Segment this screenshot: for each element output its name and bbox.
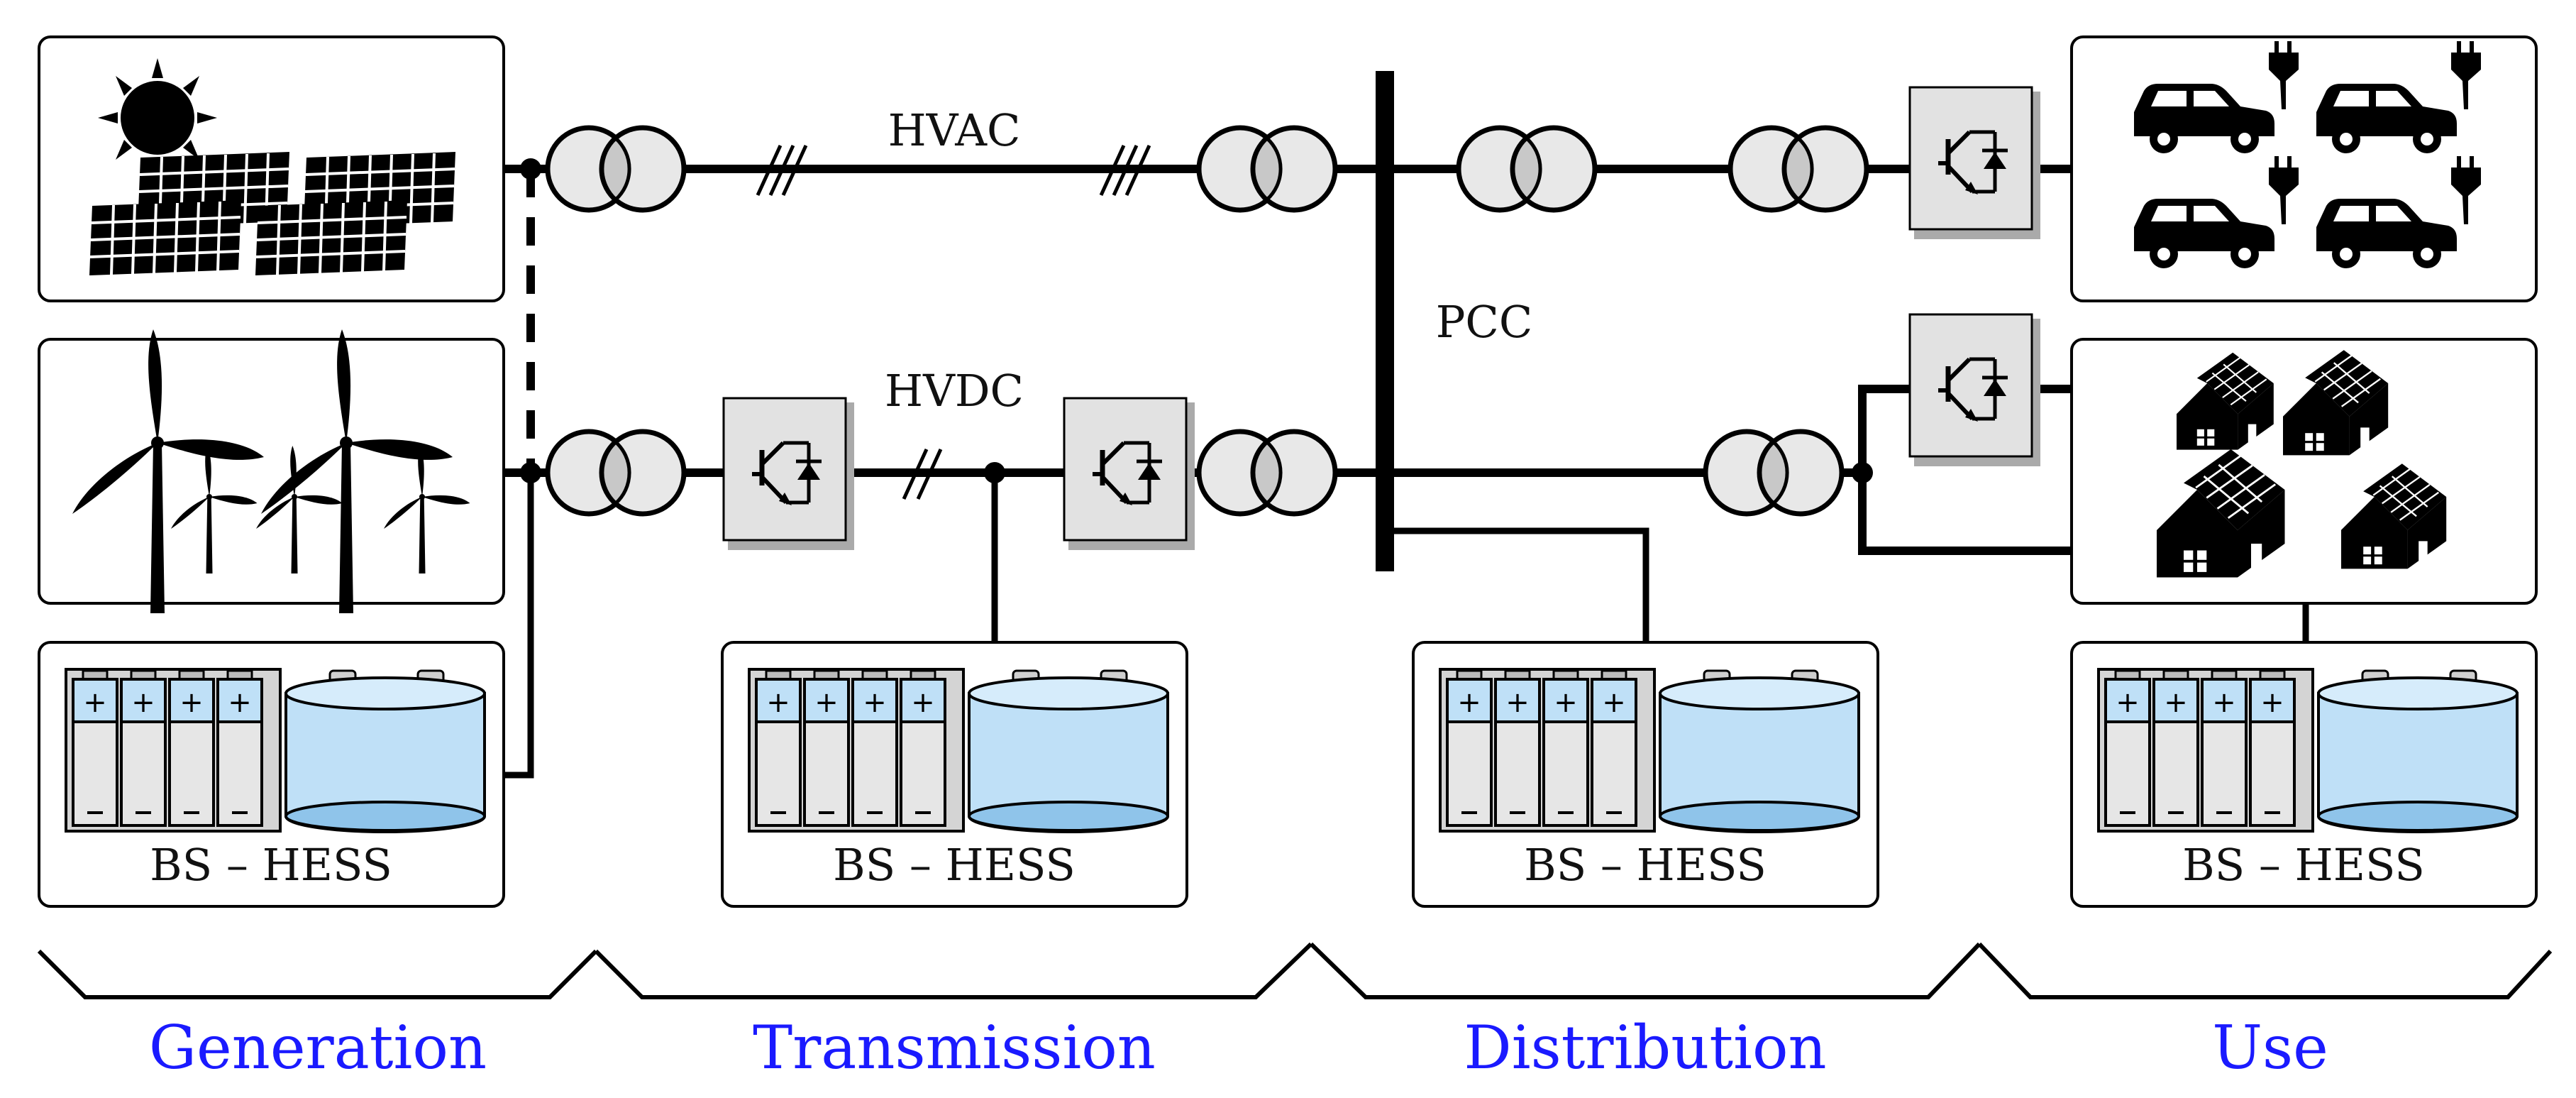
battery-icon xyxy=(65,668,486,833)
hvac-label: HVAC xyxy=(888,104,1021,156)
stage-labels: Generation Transmission Distribution Use xyxy=(149,1013,2328,1082)
hvac-tick-marks xyxy=(756,144,1151,197)
storage-label-distribution: BS – HESS xyxy=(1524,839,1767,891)
solar-panel-icon xyxy=(88,150,457,277)
transmission-storage-box: BS – HESS xyxy=(721,641,1188,908)
generation-solar-box xyxy=(38,35,505,302)
pcc-label: PCC xyxy=(1436,296,1533,348)
hydrogen-tank-icon xyxy=(748,668,1169,833)
battery-icon xyxy=(1439,668,1860,833)
hvdc-tick-marks xyxy=(902,448,943,500)
use-storage-box: BS – HESS xyxy=(2070,641,2538,908)
battery-icon xyxy=(2097,668,2519,833)
distribution-storage-box: BS – HESS xyxy=(1412,641,1879,908)
storage-label-generation: BS – HESS xyxy=(150,839,392,891)
stage-label-distribution: Distribution xyxy=(1464,1013,1826,1082)
use-houses-box xyxy=(2070,338,2538,605)
storage-label-use: BS – HESS xyxy=(2182,839,2425,891)
stage-label-use: Use xyxy=(2212,1013,2328,1082)
generation-wind-box xyxy=(38,329,505,613)
storage-label-transmission: BS – HESS xyxy=(833,839,1076,891)
hvdc-label: HVDC xyxy=(885,365,1024,417)
generation-storage-box: BS – HESS xyxy=(38,641,505,908)
stage-braces xyxy=(37,942,2553,999)
stage-label-generation: Generation xyxy=(149,1013,487,1082)
junction-dots xyxy=(520,158,1873,483)
use-cars-box xyxy=(2070,35,2538,302)
stage-label-transmission: Transmission xyxy=(753,1013,1156,1082)
